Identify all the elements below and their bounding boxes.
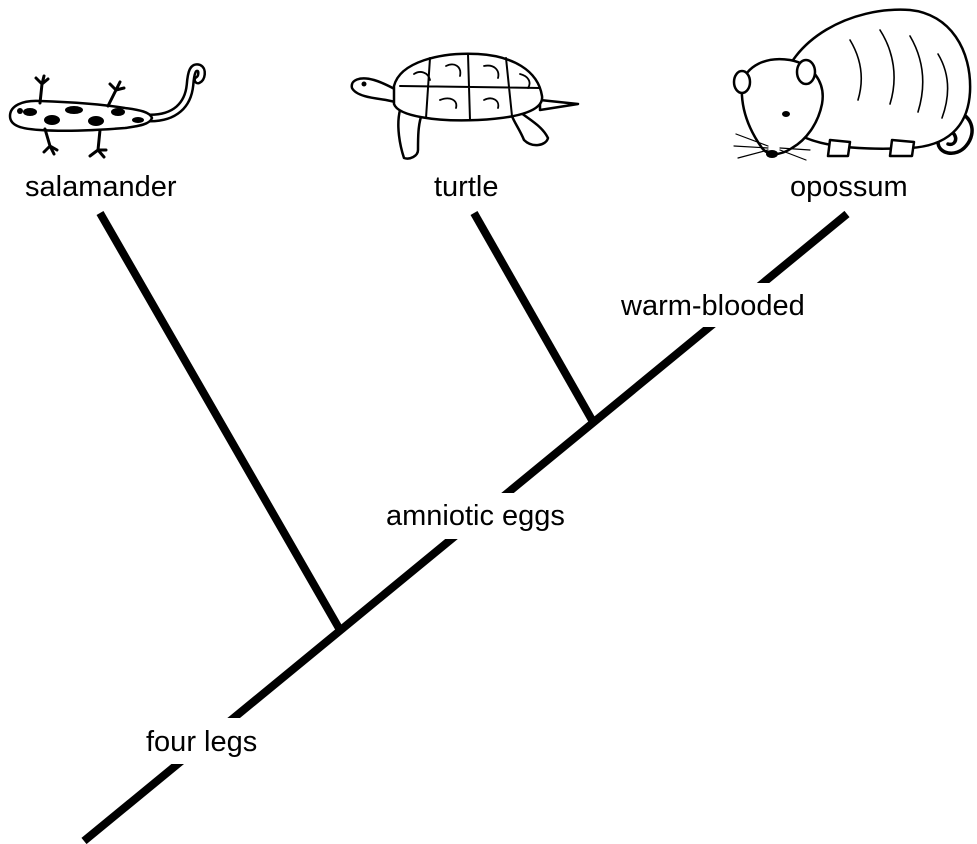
turtle-illustration	[352, 54, 578, 159]
taxon-label-salamander: salamander	[25, 171, 177, 203]
opossum-illustration	[734, 10, 972, 160]
turtle-branch-line	[474, 213, 592, 420]
salamander-branch-line	[100, 213, 340, 630]
trait-label-amniotic-eggs: amniotic eggs	[386, 500, 565, 532]
trait-label-four-legs: four legs	[146, 726, 257, 758]
taxon-label-opossum: opossum	[790, 171, 908, 203]
taxon-label-turtle: turtle	[434, 171, 498, 203]
salamander-illustration	[10, 68, 202, 157]
trait-label-warm-blooded: warm-blooded	[620, 290, 805, 322]
